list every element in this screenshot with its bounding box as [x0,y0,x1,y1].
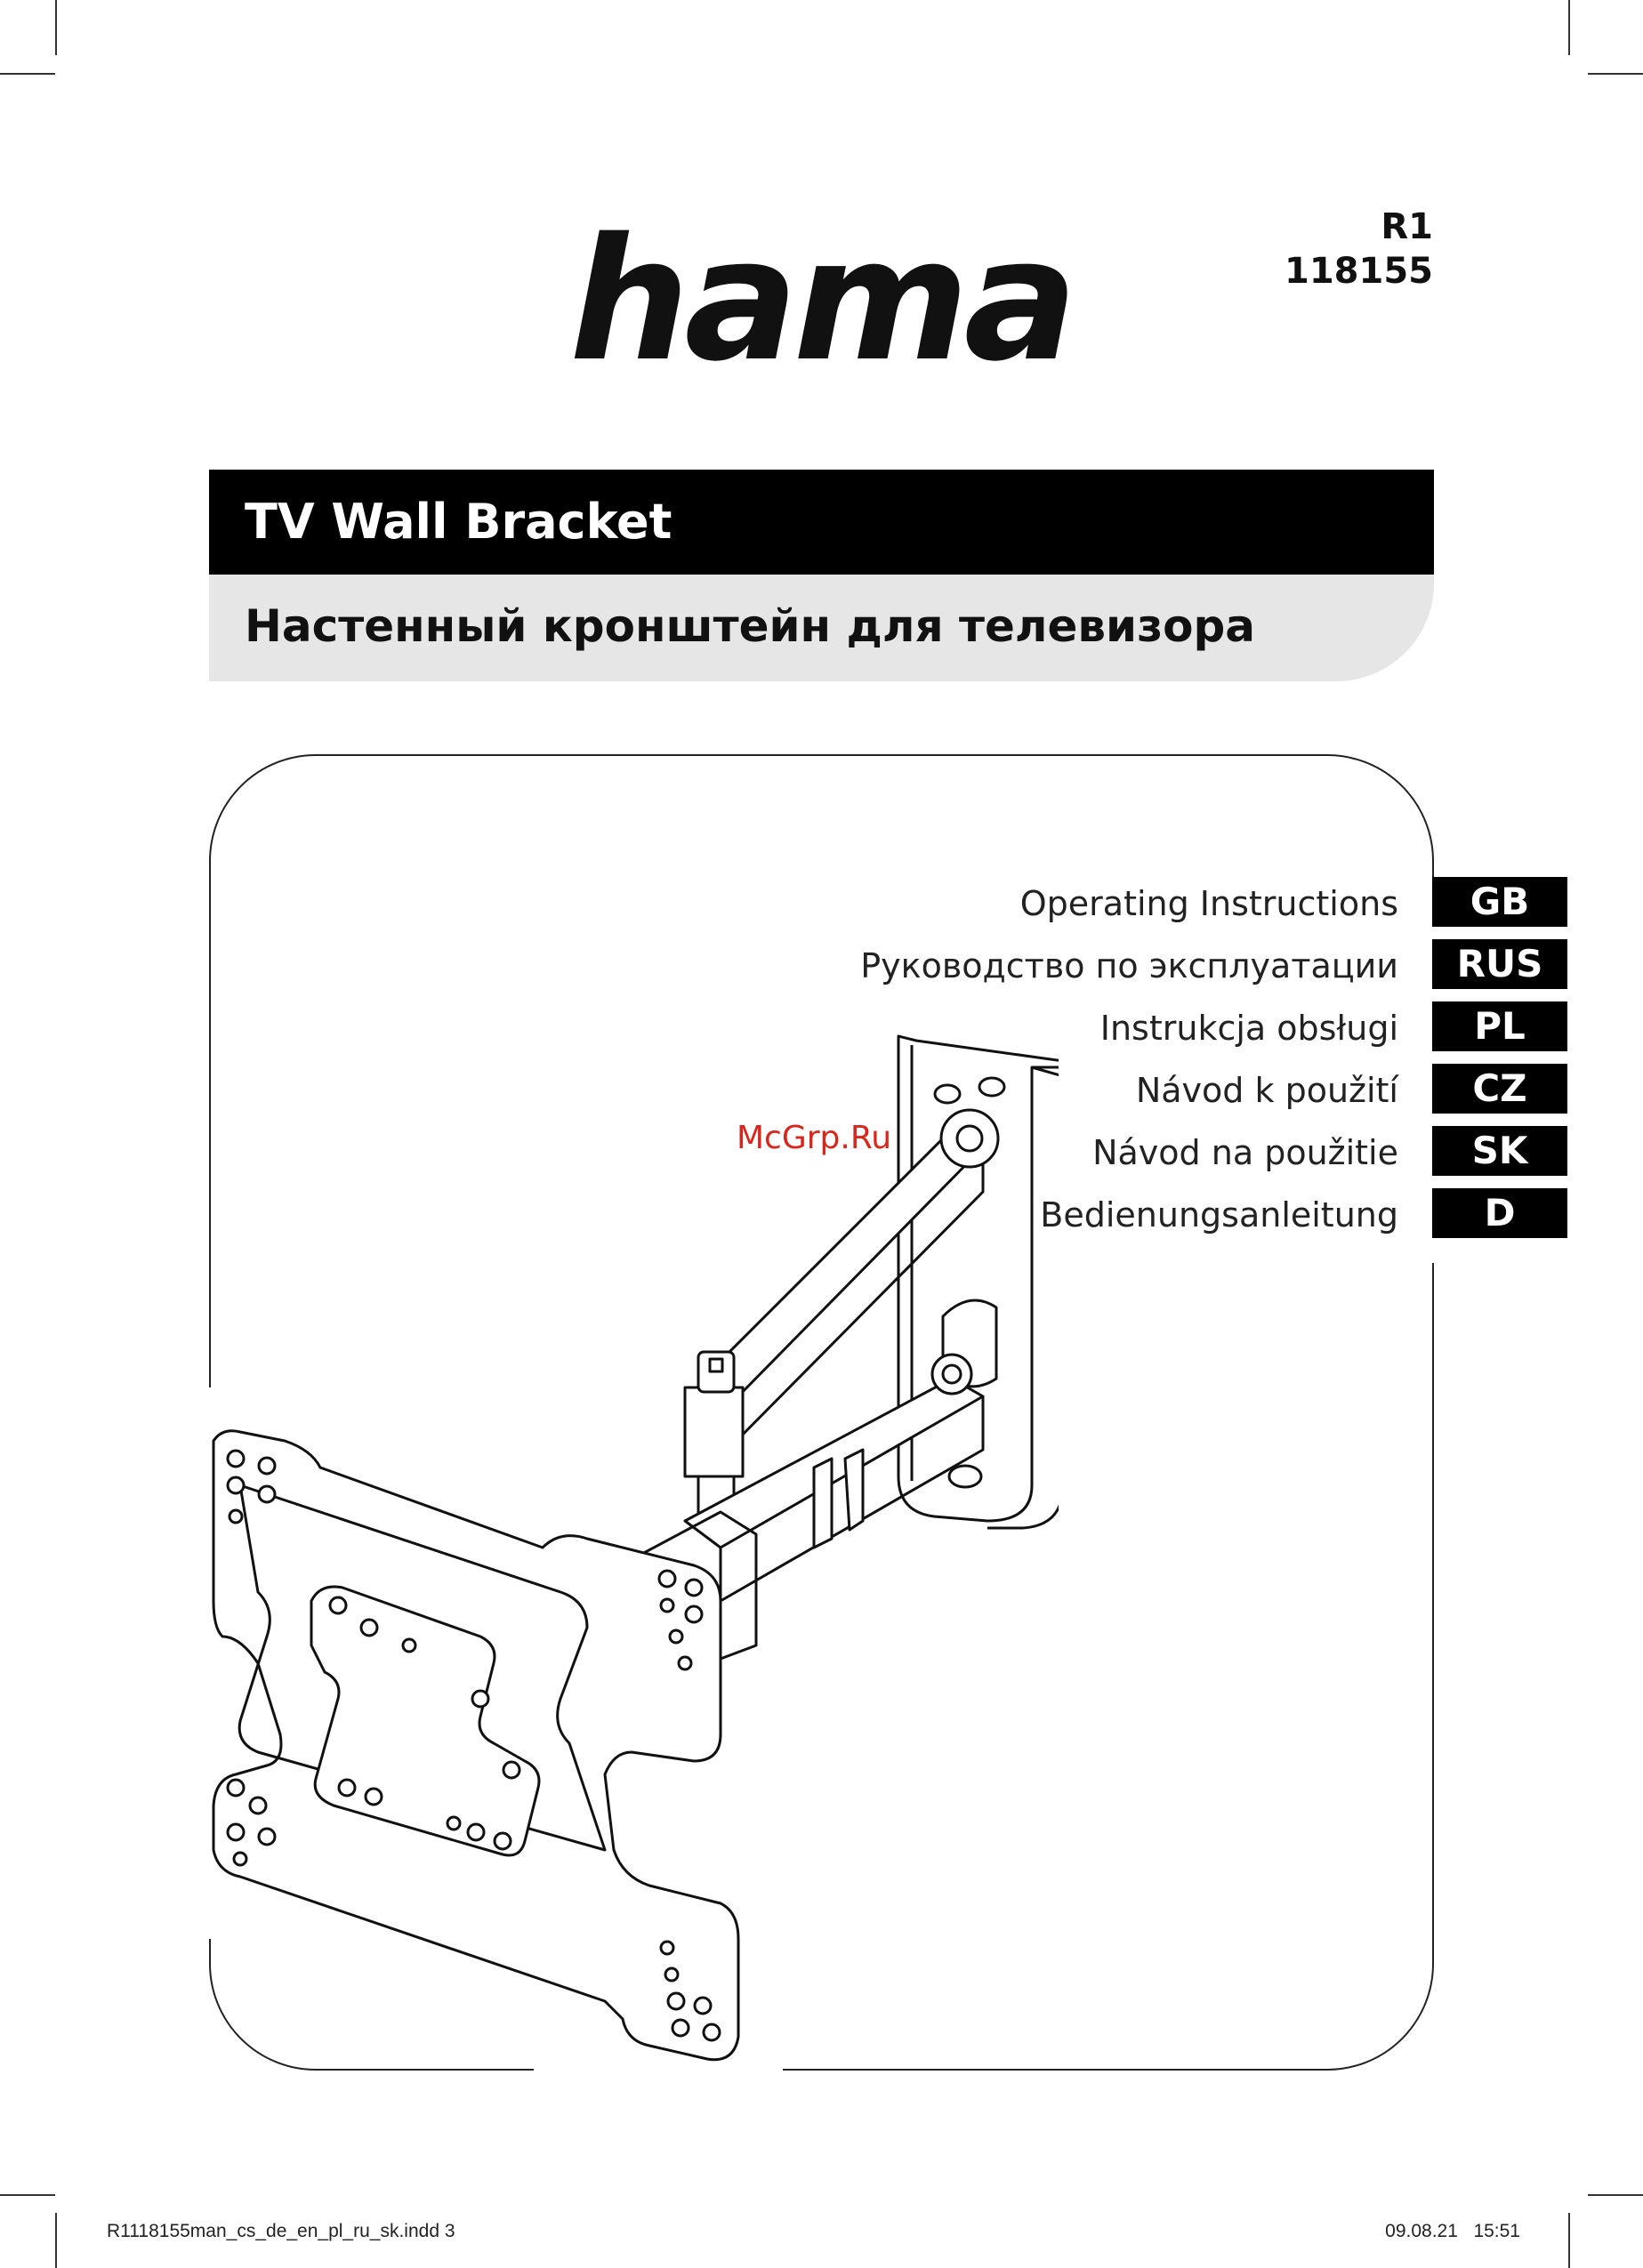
crop-mark [55,2213,57,2268]
language-name: Instrukcja obsługi [1100,1007,1398,1050]
language-code: RUS [1432,939,1567,989]
model-code: R1 [1285,205,1433,249]
footer-time: 15:51 [1473,2221,1520,2241]
tv-bracket-illustration [187,1023,1059,2072]
watermark: McGrp.Ru [737,1119,891,1158]
language-row: Руководство по эксплуатации RUS [890,939,1567,1001]
language-name: Operating Instructions [1020,882,1398,925]
footer-filename: R1118155man_cs_de_en_pl_ru_sk.indd 3 [107,2221,455,2242]
crop-mark [1568,2213,1570,2268]
crop-mark [1588,73,1643,75]
language-name: Návod na použitie [1092,1131,1398,1174]
language-code: CZ [1432,1064,1567,1114]
language-code: SK [1432,1126,1567,1176]
language-name: Návod k použití [1136,1069,1398,1112]
footer-datetime: 09.08.21 15:51 [1385,2221,1520,2242]
svg-text:hama: hama [569,227,1073,369]
language-name: Bedienungsanleitung [1040,1194,1398,1236]
crop-mark [0,73,55,75]
crop-mark [0,2194,55,2196]
article-number: 118155 [1285,249,1433,294]
crop-mark [1588,2194,1643,2196]
crop-mark [1568,0,1570,55]
language-code: GB [1432,877,1567,927]
footer-date: 09.08.21 [1385,2221,1458,2241]
subtitle-bar: Настенный кронштейн для телевизора [209,575,1434,681]
crop-mark [55,0,57,55]
page-title: TV Wall Bracket [245,495,672,550]
language-name: Руководство по эксплуатации [860,945,1398,987]
model-number: R1 118155 [1285,205,1433,294]
language-code: D [1432,1188,1567,1238]
title-bar: TV Wall Bracket [209,470,1434,575]
language-row: Operating Instructions GB [890,877,1567,939]
language-code: PL [1432,1001,1567,1051]
page-subtitle: Настенный кронштейн для телевизора [245,599,1255,653]
hama-logo: hama [569,227,1076,369]
